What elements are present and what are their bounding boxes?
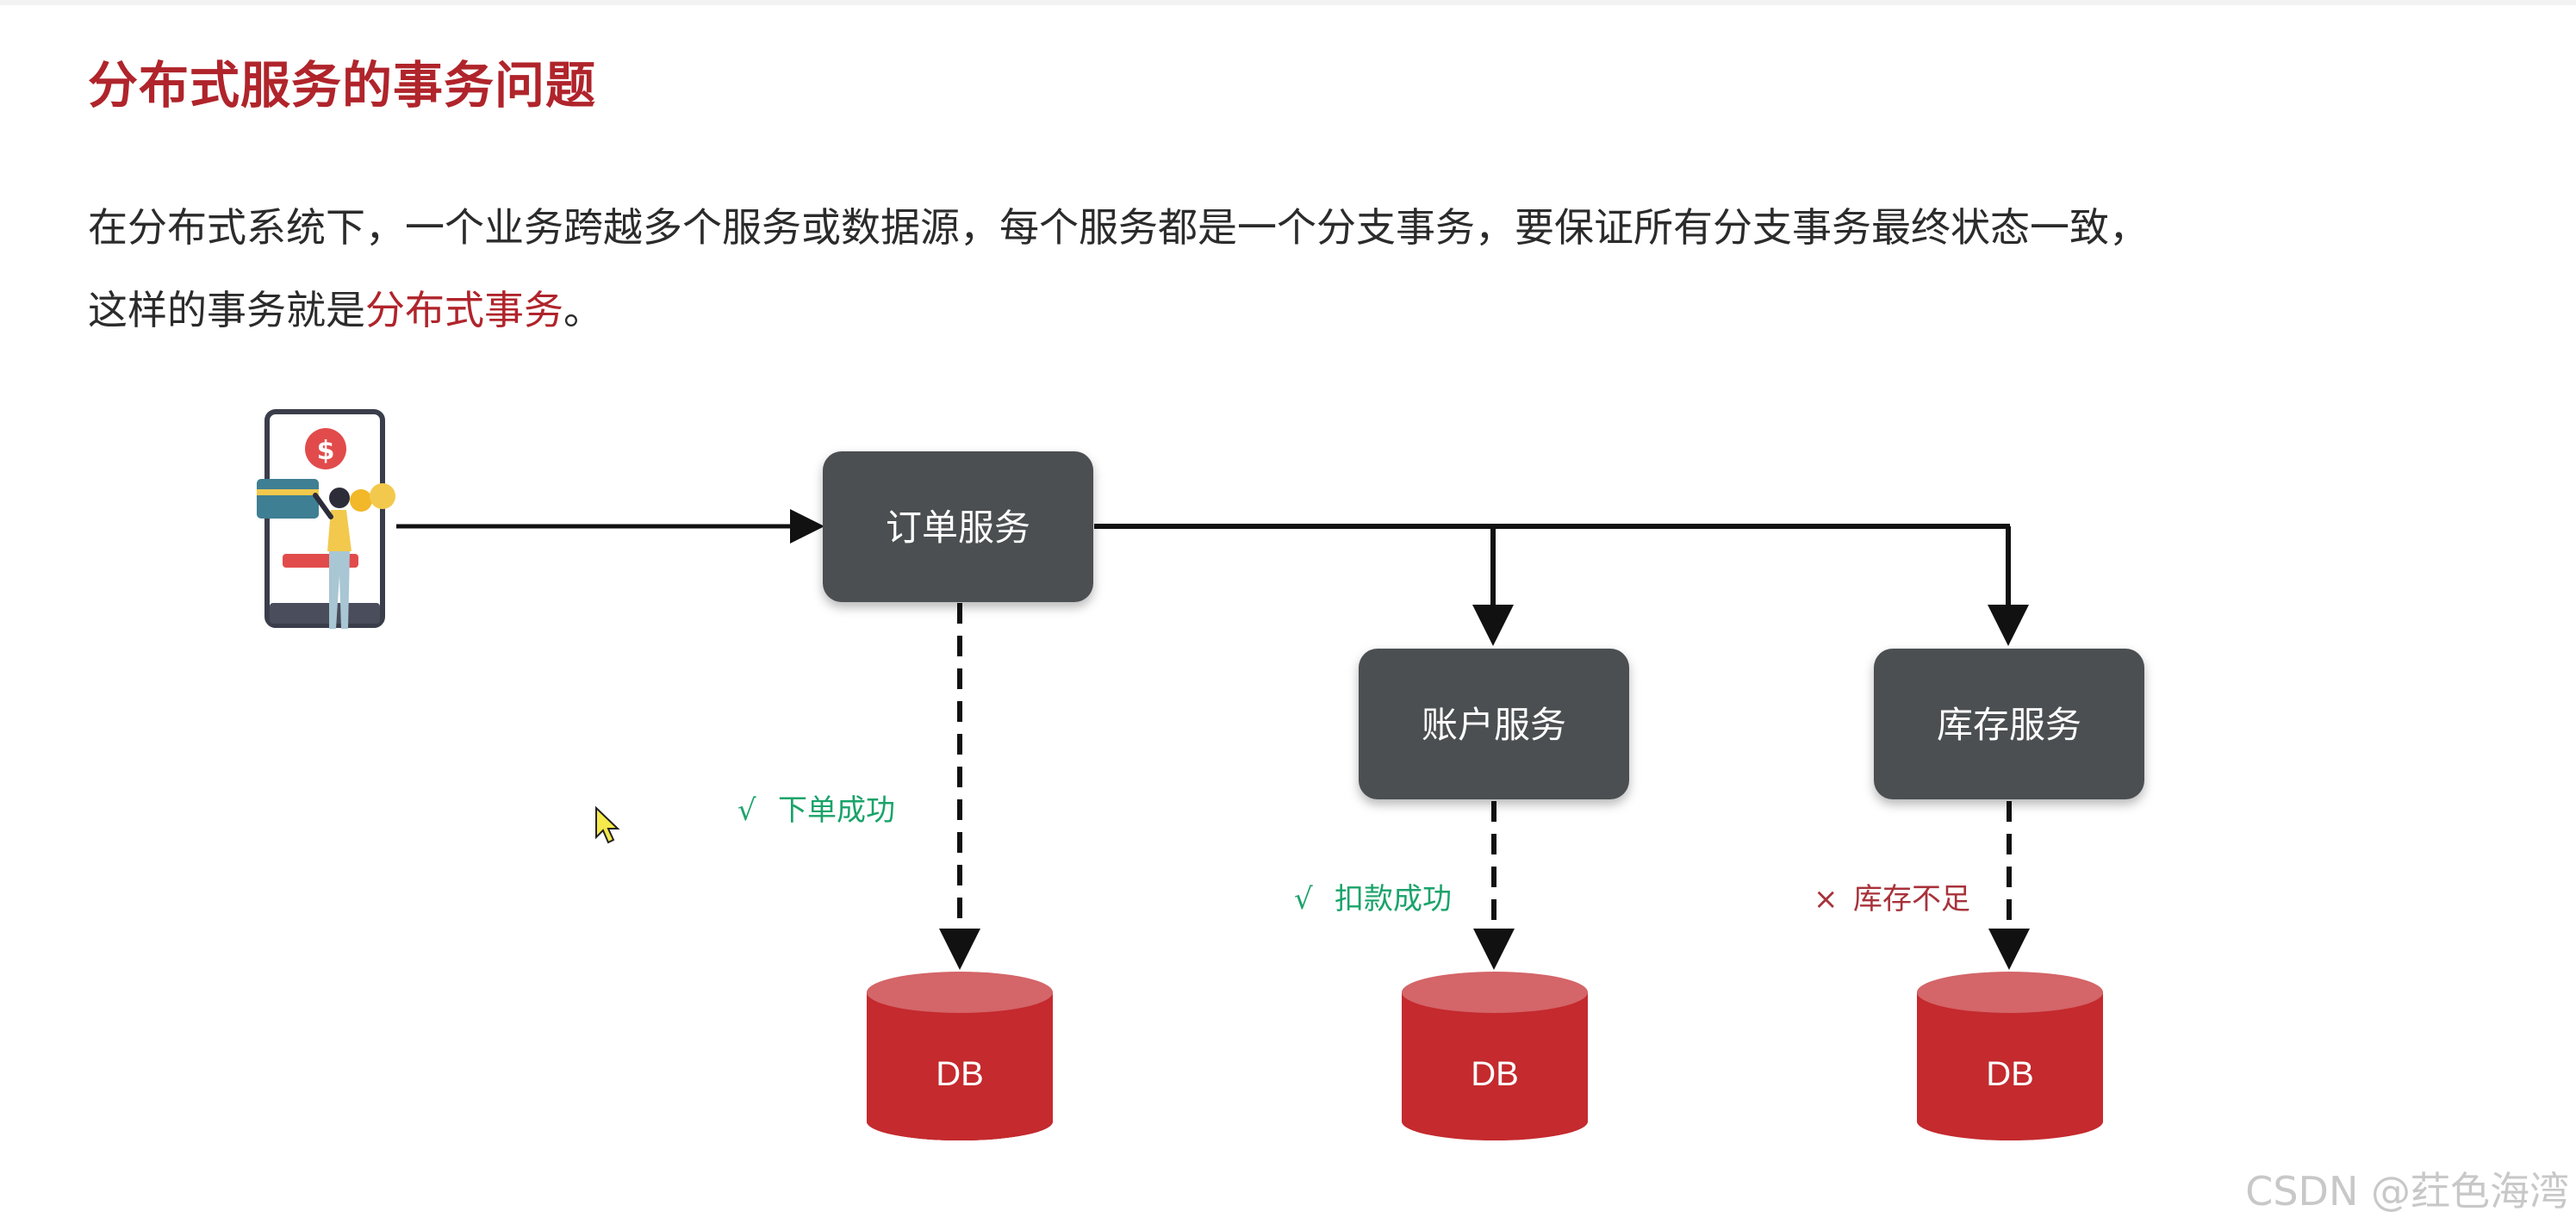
svg-text:$: $ bbox=[317, 436, 335, 466]
csdn-watermark: CSDN @荭色海湾 bbox=[2245, 1168, 2569, 1215]
page-title: 分布式服务的事务问题 bbox=[88, 56, 597, 115]
account-result-mark: √ bbox=[1294, 882, 1313, 916]
order-result-text: 下单成功 bbox=[778, 793, 895, 828]
stock-db-label: DB bbox=[1986, 1055, 2034, 1093]
description-suffix: 。 bbox=[563, 287, 603, 333]
stock-result-text: 库存不足 bbox=[1853, 882, 1970, 916]
account-result-text: 扣款成功 bbox=[1335, 882, 1452, 916]
order-db-cylinder: DB bbox=[867, 972, 1053, 1140]
stock-db-cylinder: DB bbox=[1917, 972, 2103, 1140]
description-line-2: 这样的事务就是分布式事务。 bbox=[88, 279, 603, 336]
account-result: √ 扣款成功 bbox=[1294, 882, 1452, 916]
account-db-cylinder: DB bbox=[1402, 972, 1588, 1140]
stock-service-box: 库存服务 bbox=[1874, 649, 2144, 799]
order-service-box: 订单服务 bbox=[823, 451, 1093, 602]
order-service-label: 订单服务 bbox=[886, 506, 1030, 549]
stock-result-mark: × bbox=[1814, 882, 1839, 916]
description-line-1: 在分布式系统下，一个业务跨越多个服务或数据源，每个服务都是一个分支事务，要保证所… bbox=[88, 204, 2149, 251]
order-result: √ 下单成功 bbox=[737, 793, 895, 828]
stock-result: × 库存不足 bbox=[1814, 882, 1970, 916]
stock-service-label: 库存服务 bbox=[1937, 704, 2081, 746]
description-highlight: 分布式事务 bbox=[365, 287, 563, 333]
mouse-cursor-icon bbox=[595, 805, 620, 844]
order-result-mark: √ bbox=[737, 793, 756, 828]
account-db-label: DB bbox=[1471, 1055, 1519, 1093]
top-divider bbox=[0, 0, 2576, 5]
account-service-label: 账户服务 bbox=[1422, 704, 1566, 746]
order-db-label: DB bbox=[936, 1055, 984, 1093]
mobile-user-illustration-icon: $ bbox=[257, 409, 395, 629]
account-service-box: 账户服务 bbox=[1359, 649, 1629, 799]
description-prefix: 这样的事务就是 bbox=[88, 287, 365, 333]
